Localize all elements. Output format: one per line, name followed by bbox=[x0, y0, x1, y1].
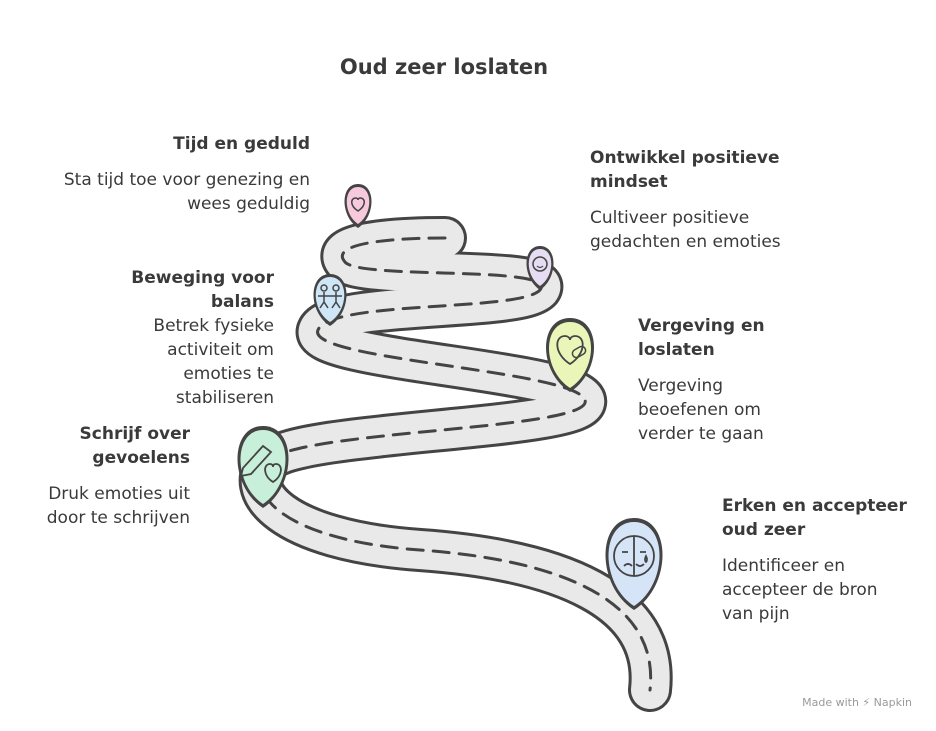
step-heading: Beweging voor balans bbox=[131, 268, 274, 312]
step-heading: Ontwikkel positieve mindset bbox=[590, 148, 780, 192]
smiling-head-icon bbox=[532, 256, 548, 272]
pin-erken-en-accepteer bbox=[605, 518, 663, 610]
step-schrijf-over-gevoelens: Schrijf over gevoelens Druk emoties uit … bbox=[20, 422, 190, 530]
people-exercise-icon bbox=[318, 284, 342, 309]
step-vergeving-en-loslaten: Vergeving en loslaten Vergeving beoefene… bbox=[638, 314, 798, 446]
pin-vergeving-en-loslaten bbox=[546, 318, 594, 392]
step-erken-en-accepteer: Erken en accepteer oud zeer Identificeer… bbox=[722, 494, 912, 626]
pin-positieve-mindset bbox=[526, 246, 554, 290]
step-beweging-voor-balans: Beweging voor balans Betrek fysieke acti… bbox=[110, 266, 274, 410]
heart-bandage-icon bbox=[556, 335, 584, 366]
step-heading: Vergeving en loslaten bbox=[638, 316, 765, 360]
pin-beweging-voor-balans bbox=[313, 274, 347, 326]
pin-schrijf-over-gevoelens bbox=[237, 426, 289, 508]
pencil-heart-icon bbox=[239, 444, 282, 484]
step-tijd-en-geduld: Tijd en geduld Sta tijd toe voor genezin… bbox=[60, 132, 310, 216]
step-description: Betrek fysieke activiteit om emoties te … bbox=[153, 316, 274, 408]
step-positieve-mindset: Ontwikkel positieve mindset Cultiveer po… bbox=[590, 146, 790, 254]
heart-cycle-icon bbox=[351, 197, 365, 212]
step-description: Sta tijd toe voor genezing en wees gedul… bbox=[63, 170, 310, 214]
step-heading: Schrijf over gevoelens bbox=[79, 424, 190, 468]
page-title: Oud zeer loslaten bbox=[339, 55, 549, 79]
step-heading: Erken en accepteer oud zeer bbox=[722, 496, 907, 540]
step-description: Cultiveer positieve gedachten en emoties bbox=[590, 208, 781, 252]
credit-label: Made with ⚡ Napkin bbox=[802, 696, 912, 709]
step-description: Druk emoties uit door te schrijven bbox=[46, 484, 190, 528]
step-description: Identificeer en accepteer de bron van pi… bbox=[722, 556, 878, 624]
step-description: Vergeving beoefenen om verder te gaan bbox=[638, 376, 764, 444]
step-heading: Tijd en geduld bbox=[173, 134, 310, 154]
sad-face-icon bbox=[613, 535, 655, 577]
pin-tijd-en-geduld bbox=[344, 184, 372, 228]
